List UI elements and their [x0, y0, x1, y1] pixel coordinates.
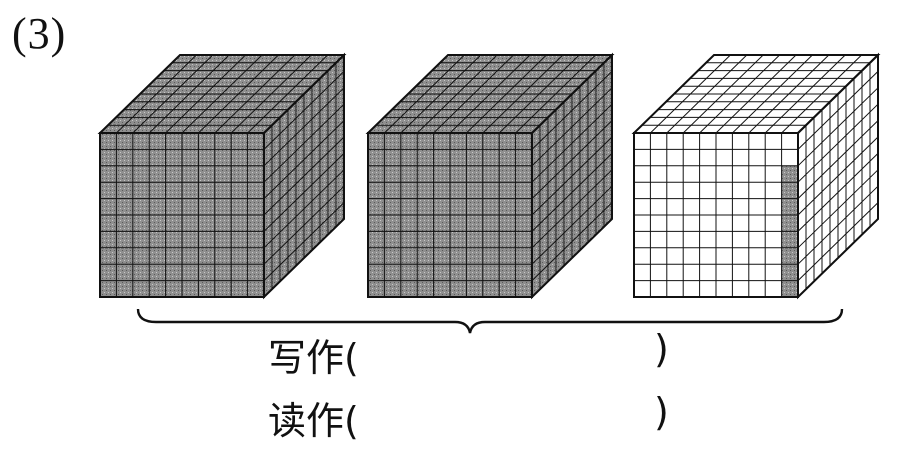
cube-1	[97, 52, 347, 300]
cube-3	[631, 52, 881, 300]
grouping-brace	[136, 308, 844, 334]
write-as-close-paren: )	[654, 327, 669, 371]
read-as-close-paren: )	[654, 390, 669, 434]
write-as-line: 写作( )	[268, 327, 688, 380]
cube-edge	[797, 52, 879, 300]
cube-edge	[263, 52, 345, 300]
read-as-blank[interactable]	[386, 396, 646, 434]
problem-number: (3)	[12, 9, 67, 58]
read-as-line: 读作( )	[268, 390, 688, 443]
cube-edge	[531, 52, 613, 300]
cube-2	[365, 52, 615, 300]
write-as-label: 写作(	[268, 336, 359, 380]
write-as-blank[interactable]	[386, 333, 646, 371]
read-as-label: 读作(	[268, 399, 359, 443]
